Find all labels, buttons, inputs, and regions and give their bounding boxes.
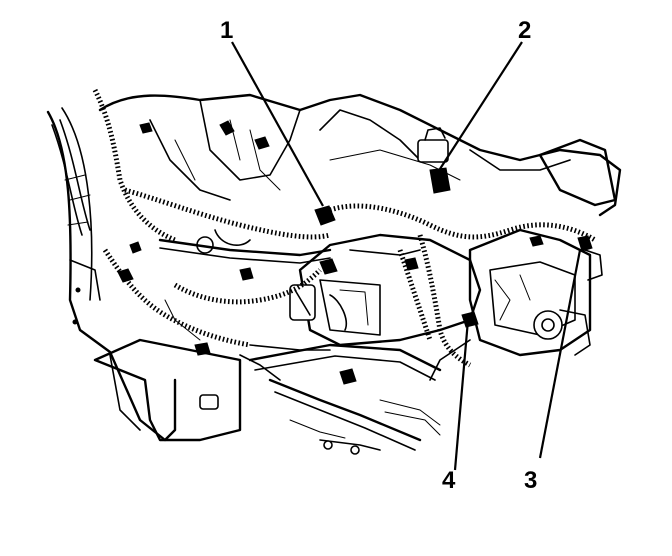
- callout-labels: 1 2 3 4: [220, 17, 537, 494]
- leader-line-1: [231, 41, 324, 207]
- callout-4: 4: [442, 467, 456, 494]
- underbody-lines: [248, 343, 442, 455]
- leader-line-2: [437, 41, 523, 173]
- callout-2: 2: [518, 17, 531, 44]
- harness-connectors: [117, 127, 593, 385]
- leader-line-4: [453, 319, 470, 471]
- callout-3: 3: [524, 467, 537, 494]
- leader-line-3: [538, 249, 582, 459]
- frame-rail-left: [46, 107, 242, 442]
- callout-1: 1: [220, 17, 233, 44]
- engine-block: [98, 93, 622, 254]
- wiring-harness: [51, 88, 597, 381]
- transmission-housing: [289, 233, 482, 347]
- callout-leaders: [231, 41, 582, 471]
